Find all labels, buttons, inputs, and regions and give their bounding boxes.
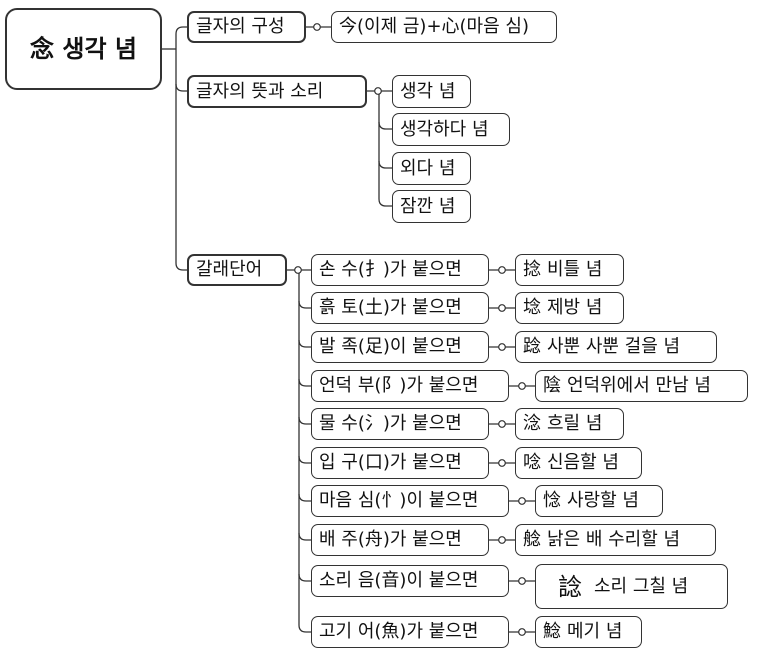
meaning-item: 생각하다 념 xyxy=(392,113,510,146)
radical-condition: 소리 음(音)이 붙으면 xyxy=(311,565,509,597)
branch-elbow xyxy=(175,83,187,92)
derived-char: 陰 언덕위에서 만남 념 xyxy=(535,370,748,402)
connector-dot xyxy=(498,304,506,312)
derived-char-text: 언덕위에서 만남 념 xyxy=(567,375,711,396)
connector-elbow xyxy=(298,416,311,425)
connector-dot xyxy=(518,577,526,585)
composition-label: 글자의 구성 xyxy=(196,16,285,37)
connector-dot xyxy=(374,87,382,95)
radical-condition-text: 배 주(舟)가 붙으면 xyxy=(319,529,462,550)
derived-char-text: 사랑할 념 xyxy=(567,490,639,511)
root-node: 念 생각 념 xyxy=(5,8,162,90)
radical-condition: 고기 어(魚)가 붙으면 xyxy=(311,616,509,648)
derived-char-text: 메기 념 xyxy=(567,621,623,642)
radical-condition-text: 마음 심(忄)이 붙으면 xyxy=(319,490,479,511)
meaning-item: 잠깐 념 xyxy=(392,190,471,223)
hanja-glyph: 惗 xyxy=(543,490,561,511)
connector-elbow xyxy=(298,532,311,541)
connector-elbow xyxy=(298,455,311,464)
derived-char: 捻 비틀 념 xyxy=(515,254,624,286)
derived-char: 唸 신음할 념 xyxy=(515,447,642,479)
hanja-glyph: 唸 xyxy=(523,452,541,473)
hanja-glyph: 鯰 xyxy=(543,621,561,642)
meaning-node: 글자의 뜻과 소리 xyxy=(187,75,367,108)
connector-dot xyxy=(498,266,506,274)
composition-value: 今(이제 금)+心(마음 심) xyxy=(331,11,557,43)
derived-char-text: 신음할 념 xyxy=(547,452,619,473)
hanja-glyph: 諗 xyxy=(558,572,582,601)
derived-char-text: 비틀 념 xyxy=(547,259,603,280)
connector-elbow xyxy=(298,300,311,309)
hanja-glyph: 踗 xyxy=(523,336,541,357)
connector-dot xyxy=(498,343,506,351)
derived-char-text: 제방 념 xyxy=(547,297,603,318)
radical-condition: 입 구(口)가 붙으면 xyxy=(311,447,489,479)
connector-elbow xyxy=(378,198,392,207)
radical-condition: 배 주(舟)가 붙으면 xyxy=(311,524,489,556)
derived-char-text: 낡은 배 수리할 념 xyxy=(547,529,681,550)
radical-condition-text: 손 수(扌)가 붙으면 xyxy=(319,259,462,280)
radical-condition: 흙 토(土)가 붙으면 xyxy=(311,292,489,324)
connector-dot xyxy=(498,536,506,544)
connector-dot xyxy=(518,628,526,636)
radical-condition-text: 입 구(口)가 붙으면 xyxy=(319,452,462,473)
radical-condition-text: 소리 음(音)이 붙으면 xyxy=(319,570,479,591)
derived-char: 埝 제방 념 xyxy=(515,292,624,324)
connector-elbow xyxy=(378,160,392,169)
derived-char: 鯰 메기 념 xyxy=(535,616,642,648)
hanja-glyph: 埝 xyxy=(523,297,541,318)
connector-dot xyxy=(294,266,302,274)
composition-value-text: 今(이제 금)+心(마음 심) xyxy=(339,16,529,37)
connector-elbow xyxy=(298,573,311,582)
branch-elbow xyxy=(175,262,187,271)
radical-condition-text: 발 족(足)이 붙으면 xyxy=(319,336,462,357)
radical-condition-text: 물 수(氵)가 붙으면 xyxy=(319,413,462,434)
radical-condition: 발 족(足)이 붙으면 xyxy=(311,331,489,363)
radical-condition-text: 언덕 부(阝)가 붙으면 xyxy=(319,375,479,396)
derived-node: 갈래단어 xyxy=(187,254,287,286)
meaning-item: 외다 념 xyxy=(392,152,471,185)
radical-condition: 마음 심(忄)이 붙으면 xyxy=(311,485,509,517)
derived-char-text: 흐릴 념 xyxy=(547,413,603,434)
connector-elbow xyxy=(298,624,311,633)
connector-dot xyxy=(498,459,506,467)
meaning-item: 생각 념 xyxy=(392,75,471,108)
meaning-item-text: 생각하다 념 xyxy=(400,118,489,140)
connector-elbow xyxy=(298,493,311,502)
meaning-item-text: 잠깐 념 xyxy=(400,195,456,217)
derived-char-text: 사뿐 사뿐 걸을 념 xyxy=(547,336,681,357)
connector-elbow xyxy=(378,121,392,130)
derived-char: 惗 사랑할 념 xyxy=(535,485,663,517)
radical-condition: 물 수(氵)가 붙으면 xyxy=(311,408,489,440)
hanja-glyph: 捻 xyxy=(523,259,541,280)
hanja-glyph: 淰 xyxy=(523,413,541,434)
connector-dot xyxy=(518,382,526,390)
radical-condition: 손 수(扌)가 붙으면 xyxy=(311,254,489,286)
connector-dot xyxy=(498,420,506,428)
branch-elbow xyxy=(175,26,187,35)
hanja-glyph: 艌 xyxy=(523,529,541,550)
root-label: 念 생각 념 xyxy=(30,35,137,63)
derived-char: 艌 낡은 배 수리할 념 xyxy=(515,524,716,556)
derived-char: 踗 사뿐 사뿐 걸을 념 xyxy=(515,331,717,363)
connector-elbow xyxy=(298,339,311,348)
connector-dot xyxy=(313,23,321,31)
radical-condition-text: 고기 어(魚)가 붙으면 xyxy=(319,621,479,642)
connector-elbow xyxy=(298,378,311,387)
connector-dot xyxy=(518,497,526,505)
hanja-glyph: 陰 xyxy=(543,375,561,396)
meaning-item-text: 외다 념 xyxy=(400,157,456,179)
derived-label: 갈래단어 xyxy=(196,259,263,280)
radical-condition: 언덕 부(阝)가 붙으면 xyxy=(311,370,509,402)
derived-char-text: 소리 그칠 념 xyxy=(594,575,689,597)
composition-node: 글자의 구성 xyxy=(187,11,306,43)
derived-char: 淰 흐릴 념 xyxy=(515,408,624,440)
meaning-label: 글자의 뜻과 소리 xyxy=(196,80,324,102)
meaning-item-text: 생각 념 xyxy=(400,80,456,102)
radical-condition-text: 흙 토(土)가 붙으면 xyxy=(319,297,462,318)
derived-char: 諗 소리 그칠 념 xyxy=(535,564,728,609)
